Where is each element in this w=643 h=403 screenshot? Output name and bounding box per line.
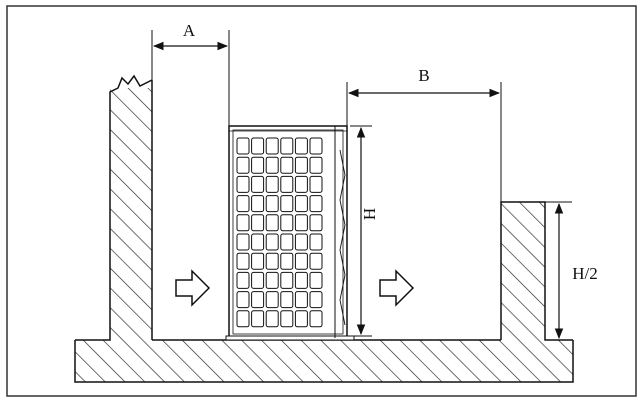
grille-cell	[236, 137, 250, 155]
grille-cell	[265, 310, 279, 328]
grille-cell	[309, 291, 323, 309]
grille-cell	[236, 156, 250, 174]
grille-cell	[265, 271, 279, 289]
grille-cell	[236, 252, 250, 270]
grille-cell	[236, 291, 250, 309]
grille-cell	[265, 233, 279, 251]
grille-cell	[251, 252, 265, 270]
grille-cell	[280, 271, 294, 289]
grille-cell	[294, 233, 308, 251]
grille-cell	[251, 156, 265, 174]
left-wall-hatch	[110, 88, 152, 340]
grille-cell	[251, 137, 265, 155]
grille-cell	[280, 214, 294, 232]
grille-cell	[280, 291, 294, 309]
grille-cell	[265, 291, 279, 309]
grille-cell	[294, 291, 308, 309]
airflow-arrow-left-icon	[175, 269, 211, 307]
label-h: H	[360, 208, 379, 220]
grille-cell	[251, 233, 265, 251]
grille-cell	[280, 310, 294, 328]
label-h-half: H/2	[572, 264, 598, 283]
grille-cell	[265, 137, 279, 155]
grille-cell	[251, 271, 265, 289]
grille-cell	[236, 195, 250, 213]
grille-cell	[309, 156, 323, 174]
unit-base	[225, 335, 355, 341]
grille-cell	[280, 233, 294, 251]
grille-cell	[265, 175, 279, 193]
left-wall-broken-edge	[75, 74, 153, 341]
label-b: B	[418, 66, 429, 85]
grille-cell	[309, 233, 323, 251]
grille-cell	[294, 214, 308, 232]
grille-cell	[309, 271, 323, 289]
grille-cell	[265, 252, 279, 270]
grille-cell	[294, 271, 308, 289]
grille-cell	[280, 137, 294, 155]
unit-inner-frame	[232, 129, 344, 335]
outdoor-unit	[225, 125, 355, 341]
grille-cell	[294, 252, 308, 270]
grille-cell	[294, 137, 308, 155]
grille-cell	[251, 214, 265, 232]
grille-cell	[265, 214, 279, 232]
outer-frame	[6, 5, 637, 397]
unit-side-fins	[339, 149, 346, 326]
grille-cell	[294, 195, 308, 213]
grille-cell	[251, 195, 265, 213]
right-wall-hatch	[501, 202, 545, 340]
grille-cell	[265, 156, 279, 174]
grille-cell	[280, 195, 294, 213]
grille-cell	[251, 310, 265, 328]
grille-cell	[236, 214, 250, 232]
grille-cell	[280, 252, 294, 270]
grille-cell	[294, 310, 308, 328]
label-a: A	[183, 21, 196, 40]
grille-cell	[309, 175, 323, 193]
airflow-arrow-right-icon	[379, 269, 415, 307]
grille-cell	[294, 175, 308, 193]
grille-cell	[251, 175, 265, 193]
grille-cell	[309, 252, 323, 270]
grille-cell	[309, 195, 323, 213]
grille-cell	[265, 195, 279, 213]
unit-grille	[236, 137, 323, 328]
grille-cell	[309, 137, 323, 155]
grille-cell	[309, 214, 323, 232]
grille-cell	[280, 175, 294, 193]
grille-cell	[236, 310, 250, 328]
grille-cell	[294, 156, 308, 174]
ground-outline	[74, 340, 574, 383]
grille-cell	[236, 175, 250, 193]
ground-hatch	[75, 340, 573, 382]
grille-cell	[280, 156, 294, 174]
grille-cell	[309, 310, 323, 328]
grille-cell	[236, 233, 250, 251]
grille-cell	[251, 291, 265, 309]
grille-cell	[236, 271, 250, 289]
